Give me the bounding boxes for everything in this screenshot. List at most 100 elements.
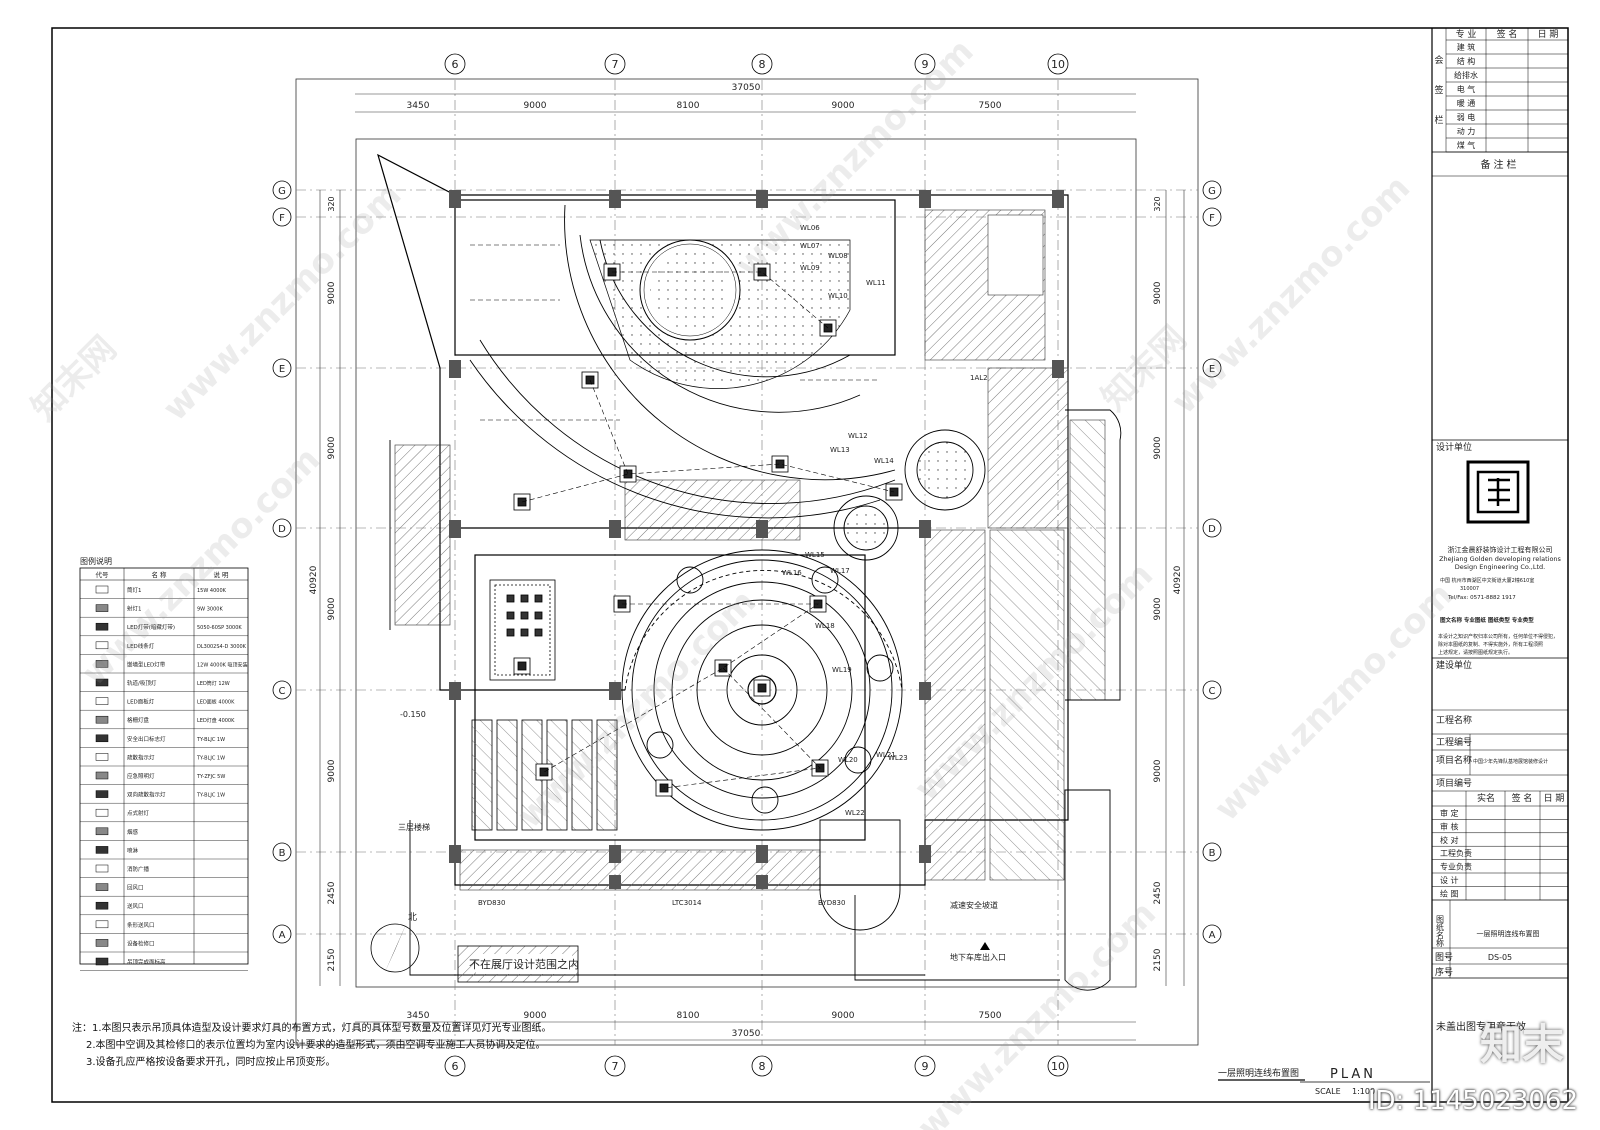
column-axis-bubbles: 6 7 8 9 10 6 7 8 9 10 — [444, 53, 1069, 1077]
spot-grid-room — [489, 579, 556, 681]
ceiling-arcs-upper — [469, 204, 896, 519]
axis-bubble-6-bottom: 6 — [444, 1055, 466, 1077]
axis-bubble-9-top: 9 — [914, 53, 936, 75]
circuit-label: 1AL2 — [970, 374, 988, 382]
legend-header: 代号 — [96, 570, 110, 579]
axis-bubble-10-top: 10 — [1047, 53, 1069, 75]
watermarks: www.znzmo.com www.znzmo.com www.znzmo.co… — [24, 31, 1461, 1130]
door-label: LTC3014 — [672, 899, 702, 907]
company-name-en: Design Engineering Co.,Ltd. — [1455, 563, 1545, 571]
legend-symbol — [95, 827, 109, 836]
seating-rows — [471, 719, 618, 831]
dim-left-total: 40920 — [309, 565, 319, 594]
door-label: BYD830 — [478, 899, 505, 907]
company-address: 中国 杭州市西湖区中文街道大厦2幢610室 — [1440, 577, 1534, 584]
legend-item-spec: LED面板 4000K — [197, 699, 235, 706]
axis-bubble-9-bottom: 9 — [914, 1055, 936, 1077]
legend-item-name: 筒灯1 — [127, 586, 142, 594]
seal-row: 图文名称 专业图纸 图纸类型 专业类型 — [1440, 616, 1534, 624]
dim-right-total: 40920 — [1173, 565, 1183, 594]
drawing-no-value: DS-05 — [1488, 953, 1512, 962]
legend-item-name: 轨道/吸顶灯 — [127, 679, 157, 687]
legend-item-name: 条形送风口 — [127, 921, 155, 929]
circuit-label: WL12 — [848, 432, 868, 440]
circuit-label: WL13 — [830, 446, 850, 454]
circuit-label: WL06 — [800, 224, 820, 232]
copyright-line: 除对本图纸的复制、不得实施外，所有工程须照 — [1438, 641, 1543, 648]
watermark-text: www.znzmo.com — [510, 582, 764, 836]
role-label: 审 定 — [1440, 808, 1459, 818]
axis-label: E — [279, 364, 285, 375]
axis-label: F — [279, 213, 285, 224]
legend-item-spec: 9W 3000K — [197, 607, 223, 613]
axis-label: C — [279, 686, 286, 697]
copyright-line: 上述规定，请按照图纸规定执行。 — [1438, 649, 1513, 656]
client-label: 建设单位 — [1436, 659, 1472, 671]
legend-symbol — [95, 697, 109, 705]
circuit-label: WL11 — [866, 279, 886, 287]
drawing-title: 一层照明连线布置图 — [1218, 1067, 1299, 1079]
drawing-no-label: 图号 — [1435, 952, 1453, 963]
dim-left-span: 9000 — [327, 597, 337, 620]
sign-group-char: 栏 — [1434, 114, 1443, 126]
legend-symbol — [95, 901, 109, 910]
legend-symbol — [95, 585, 109, 594]
sign-header-2: 签 名 — [1512, 792, 1533, 804]
circuit-label: WL07 — [800, 242, 820, 250]
company-zip: 310007 — [1460, 586, 1479, 592]
stamp-note: 未盖出图专用章无效 — [1436, 1020, 1526, 1033]
legend-symbol — [95, 753, 109, 761]
discipline-label: 煤 气 — [1457, 140, 1476, 150]
legend-symbol — [95, 920, 109, 929]
axis-label: B — [1209, 848, 1216, 859]
circuit-label: WL18 — [815, 622, 835, 630]
role-label: 设 计 — [1440, 875, 1459, 885]
circuit-label: WL15 — [805, 551, 825, 559]
north-label: 北 — [408, 912, 417, 923]
company-tel: Tel/Fax: 0571-8882 1917 — [1447, 595, 1516, 601]
sign-header: 日 期 — [1538, 29, 1559, 40]
legend-item-spec: DL3002S4-D 3000K — [197, 644, 247, 650]
circuit-label: WL19 — [832, 666, 852, 674]
plan-labels: 三层楼梯 -0.150 BYD830 LTC3014 BYD830 减速安全坡道… — [398, 710, 1006, 962]
legend-item-name: 喷淋 — [127, 846, 139, 854]
legend-item-name: 应急照明灯 — [127, 772, 155, 780]
legend-item-spec: 5050-60SP 3000K — [197, 625, 242, 631]
circuit-label: WL23 — [888, 754, 908, 762]
legend-symbol — [95, 883, 109, 891]
legend-item-name: 双向疏散指示灯 — [127, 791, 166, 799]
dim-left-span: 9000 — [327, 281, 337, 304]
circuit-label: WL14 — [874, 457, 894, 465]
watermark-cn: 知末网 — [24, 328, 124, 428]
dim-left-span: 2450 — [327, 881, 337, 904]
role-label: 校 对 — [1440, 835, 1459, 845]
north-arrow: 北 — [370, 912, 420, 973]
axis-label: 10 — [1051, 1060, 1065, 1073]
door-label: BYD830 — [818, 899, 845, 907]
watermark-text: www.znzmo.com — [1207, 575, 1461, 829]
sign-group-char: 会 — [1434, 54, 1443, 66]
discipline-label: 暖 通 — [1457, 98, 1476, 108]
dotted-ceiling-zone — [589, 239, 851, 389]
scale-value: 1:100 — [1352, 1087, 1375, 1096]
legend-item-name: 安全出口标志灯 — [127, 735, 166, 743]
discipline-label: 弱 电 — [1457, 112, 1476, 122]
watermark-text: www.znzmo.com — [910, 894, 1164, 1130]
axis-label: 10 — [1051, 58, 1065, 71]
legend-symbol — [95, 734, 109, 743]
dim-top-span: 7500 — [979, 101, 1002, 111]
brand-badge: 知末 — [1479, 1020, 1564, 1069]
axis-label: A — [279, 930, 286, 941]
dim-right-span: 2450 — [1153, 881, 1163, 904]
sign-header: 签 名 — [1497, 28, 1518, 40]
axis-label: G — [278, 186, 286, 197]
out-of-scope-box: 不在展厅设计范围之内 — [457, 945, 579, 983]
dim-right-span: 9000 — [1153, 597, 1163, 620]
role-label: 工程负责 — [1440, 848, 1472, 858]
legend-item-name: 送风口 — [127, 902, 144, 910]
legend-symbol — [95, 790, 109, 798]
axis-label: 8 — [759, 1060, 766, 1073]
circuit-label: WL08 — [828, 252, 848, 260]
legend-symbol — [95, 771, 109, 780]
